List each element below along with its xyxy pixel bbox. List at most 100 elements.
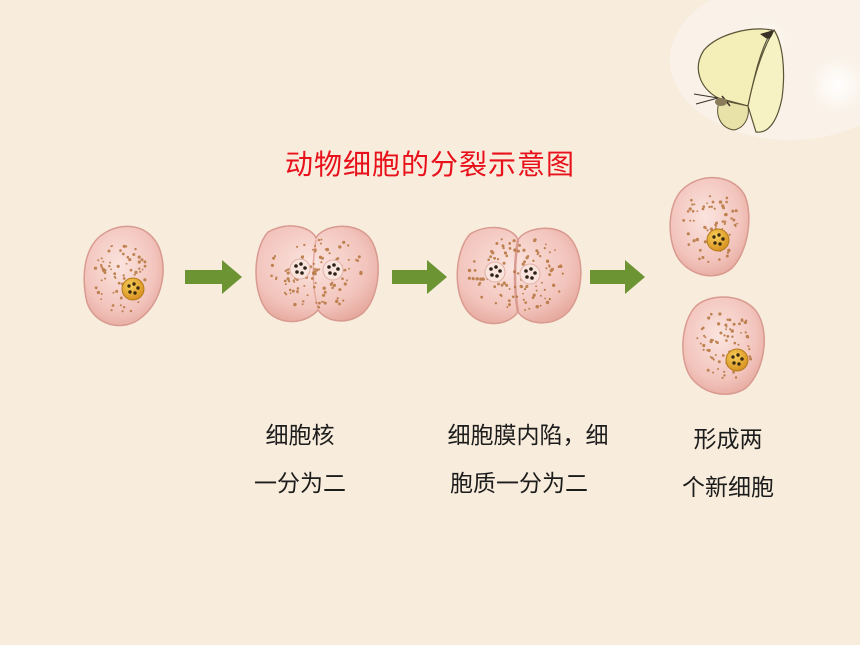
granule — [134, 270, 138, 274]
granule — [692, 219, 695, 222]
granule — [548, 251, 551, 254]
granule — [710, 338, 713, 342]
granule — [706, 202, 708, 205]
granule — [490, 249, 494, 253]
granule — [725, 328, 727, 331]
granule — [707, 316, 711, 320]
granule — [732, 322, 736, 326]
granule — [734, 376, 738, 379]
granule — [506, 306, 509, 309]
granule — [717, 368, 719, 370]
granule — [322, 286, 326, 290]
granule — [113, 275, 116, 278]
granule — [139, 270, 142, 273]
caption-line: 细胞核 — [265, 423, 335, 449]
granule — [502, 261, 506, 265]
granule — [718, 258, 721, 261]
granule — [711, 200, 715, 204]
granule — [346, 279, 348, 282]
caption-line: 胞质一分为二 — [450, 471, 588, 497]
granule — [101, 267, 105, 271]
granule — [306, 294, 309, 297]
granule — [698, 248, 702, 252]
granule — [723, 213, 726, 216]
granule — [496, 258, 500, 261]
right-arrow-icon — [185, 260, 242, 294]
granule — [686, 210, 690, 213]
granule — [100, 266, 104, 269]
granule — [342, 240, 346, 244]
granule — [320, 261, 323, 264]
granule — [524, 309, 527, 311]
granule — [747, 345, 750, 348]
granule — [122, 244, 126, 248]
granule — [270, 263, 274, 267]
granule — [730, 329, 734, 333]
granule — [494, 302, 498, 305]
granule — [499, 293, 503, 297]
granule — [121, 252, 125, 256]
granule — [318, 268, 321, 271]
granule — [119, 296, 123, 300]
granule — [321, 300, 324, 303]
granule — [523, 260, 526, 264]
granule — [740, 318, 744, 321]
granule — [467, 268, 472, 273]
granule — [552, 283, 556, 287]
granule — [335, 299, 339, 304]
granule — [532, 259, 535, 262]
granule — [315, 268, 319, 272]
granule — [536, 253, 539, 256]
nucleus — [725, 348, 749, 372]
caption-line: 细胞膜内陷，细 — [447, 423, 609, 449]
granule — [521, 262, 525, 266]
granule — [119, 249, 122, 252]
granule — [473, 269, 477, 272]
granule — [729, 328, 732, 331]
granule — [719, 331, 723, 335]
caption-nucleus-division: 细胞核 一分为二 — [230, 412, 370, 508]
granule — [489, 255, 492, 258]
butterfly-icon — [693, 28, 785, 133]
granule — [480, 295, 484, 299]
granule — [721, 220, 725, 223]
granule — [137, 301, 140, 304]
granule — [725, 254, 729, 258]
granule — [723, 370, 726, 373]
granule — [691, 209, 695, 213]
granule — [500, 283, 504, 287]
cell-stage-3 — [456, 226, 582, 325]
granule — [736, 222, 739, 225]
granule — [708, 205, 711, 209]
granule — [273, 255, 277, 258]
granule — [292, 279, 295, 282]
granule — [723, 220, 727, 223]
granule — [513, 248, 517, 252]
granule — [129, 309, 133, 313]
granule — [722, 206, 726, 210]
granule — [539, 254, 542, 258]
granule — [704, 336, 707, 339]
granule — [493, 256, 496, 260]
granule — [717, 322, 721, 326]
granule — [296, 245, 299, 248]
granule — [318, 255, 323, 259]
granule — [548, 273, 552, 277]
granule — [100, 293, 103, 295]
granule — [312, 262, 315, 266]
granule — [505, 283, 509, 287]
granule — [109, 261, 112, 264]
granule — [318, 301, 321, 305]
granule — [112, 291, 115, 294]
granule — [301, 255, 304, 258]
nucleus — [519, 263, 541, 285]
granule — [287, 280, 291, 283]
cell-stage-2 — [255, 225, 379, 323]
granule — [140, 258, 144, 262]
granule — [288, 288, 292, 292]
granule — [108, 265, 111, 268]
granule — [289, 292, 292, 295]
nucleus — [121, 277, 145, 301]
granule — [347, 244, 350, 247]
